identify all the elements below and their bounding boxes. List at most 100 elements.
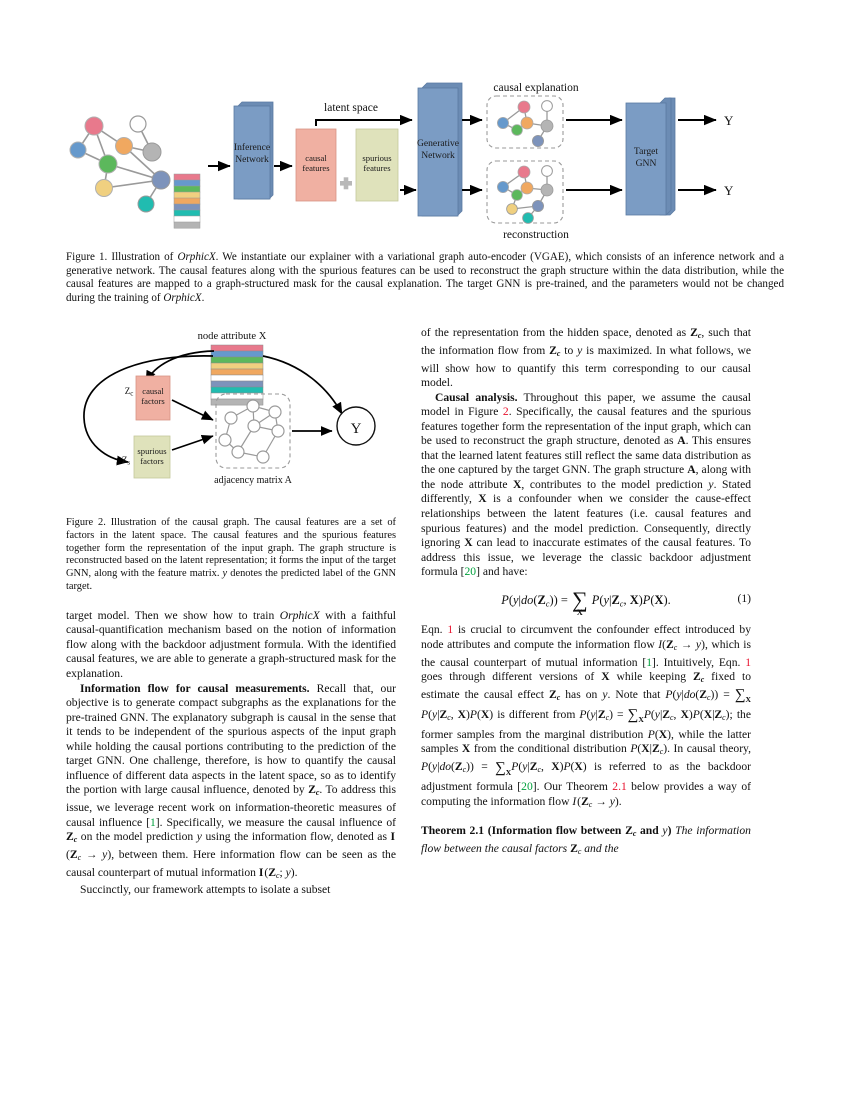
rp0-t3: to — [560, 343, 578, 357]
X-symbol-5: X — [461, 742, 471, 756]
causal-factors-label-1: causal — [142, 386, 164, 396]
figure-2-diagram: node attribute X — [66, 326, 396, 511]
rp1-t3: . This ensures that the learned latent f… — [421, 434, 751, 477]
zc-symbol-2: Zc — [66, 830, 78, 845]
X-symbol-3: X — [464, 536, 473, 550]
theorem-zc-symbol: Zc — [625, 824, 637, 839]
zc-symbol-6: Zc — [549, 687, 561, 703]
y-symbol-3: y — [708, 477, 714, 491]
orphicx-name-1: OrphicX — [177, 251, 216, 263]
eq1-lhs: P(y|do(Zc)) = — [501, 593, 568, 609]
rp2-t10: is different from — [493, 707, 580, 721]
figure-2-y-symbol: y — [222, 568, 228, 580]
right-paragraph-2: Eqn. 1 is crucial to circumvent the conf… — [421, 623, 751, 812]
causal-explanation-label: causal explanation — [493, 82, 579, 94]
lp2-t4: on the model prediction — [77, 830, 197, 844]
node-attribute-label: node attribute X — [198, 331, 267, 342]
lp1-a: target model. Then we show how to train — [66, 608, 280, 622]
summation-symbol-1: ∑X — [571, 586, 588, 617]
A-symbol-2: A — [687, 463, 696, 477]
inline-eq-d: P(X|Zc) — [630, 742, 668, 757]
spurious-features-label-1: spurious — [362, 153, 392, 163]
figure-2-caption: Figure 2. Illustration of the causal gra… — [66, 517, 396, 594]
latent-space-label: latent space — [324, 102, 378, 114]
rp1-t2: . Specifically, the causal features and … — [421, 405, 751, 448]
equation-1: P(y|do(Zc)) = ∑X P(y|Zc, X)P(X). (1) — [421, 586, 751, 617]
reconstruction-label: reconstruction — [503, 229, 569, 241]
zc-symbol-5: Zc — [692, 670, 705, 685]
figure-1-caption-text-2: . We instantiate our explainer with a va… — [66, 251, 784, 304]
rp2-t5: goes through different versions of — [421, 670, 602, 684]
rp1-t7: is a confounder when we consider the cau… — [421, 492, 751, 550]
rp0-t4: is maximized. In what follows, we will s… — [421, 343, 751, 390]
citation-1-b[interactable]: 1 — [646, 655, 652, 669]
citation-20-b[interactable]: 20 — [521, 780, 533, 794]
inference-network-label-1: Inference — [234, 142, 270, 153]
rp2-t11: ; the former samples from the marginal d… — [421, 707, 751, 741]
generative-network-label-1: Generative — [417, 138, 459, 149]
inline-eq-a: P(y|do(Zc)) = ∑XP(y|Zc, X)P(X) — [421, 687, 752, 723]
inline-eq-b: P(y|Zc) = ∑XP(y|Zc, X)P(X|Zc) — [579, 707, 730, 725]
zc-symbol-4: Zc — [549, 343, 561, 358]
figure-1-label: Figure 1. — [66, 251, 108, 263]
citation-20-a[interactable]: 20 — [464, 565, 477, 579]
left-column: node attribute X — [66, 326, 396, 898]
right-column: of the representation from the hidden sp… — [421, 326, 751, 860]
causal-features-label-2: features — [302, 163, 330, 173]
rp2-t17: below provides a way of computing the in… — [421, 780, 752, 808]
theorem-2-1: Theorem 2.1 (Information flow between Zc… — [421, 824, 751, 860]
rp2-t18: . — [618, 794, 622, 808]
right-paragraph-1: Causal analysis. Throughout this paper, … — [421, 391, 751, 580]
spurious-features-label-2: features — [363, 163, 391, 173]
A-symbol-1: A — [677, 434, 686, 448]
theorem-body: The information flow between the causal … — [421, 824, 751, 857]
equation-1-tag: (1) — [737, 591, 751, 605]
rp1-t6: . Stated differently, — [421, 477, 752, 506]
info-flow-expr-3: I (Zc → y) — [572, 794, 619, 809]
rp1-t9: ] and have: — [476, 565, 528, 579]
theorem-heading-c: ) — [667, 824, 672, 838]
X-symbol-2: X — [478, 492, 487, 506]
theorem-y-symbol: y — [662, 824, 668, 838]
eqn-1-reference-a[interactable]: 1 — [447, 623, 454, 637]
rp1-t4: , along with the node attribute — [421, 463, 751, 491]
inline-eq-e: P(y|do(Zc)) = ∑XP(y|Zc, X)P(X) — [421, 759, 587, 777]
adjacency-matrix-label: adjacency matrix A — [214, 475, 293, 486]
lp2-t3: ]. Specifically, we measure the causal i… — [155, 815, 396, 829]
rp2-t15: is referred to as the backdoor adjustmen… — [421, 760, 752, 794]
rp1-t8: can lead to inaccurate estimates of the … — [421, 536, 752, 579]
lp2-t1: Recall that, our objective is to generat… — [66, 681, 396, 797]
left-paragraph-1: target model. Then we show how to train … — [66, 609, 396, 682]
generative-network-label-2: Network — [421, 150, 455, 161]
eq1-rhs: P(y|Zc, X)P(X). — [591, 593, 671, 609]
theorem-heading-a: Theorem 2.1 (Information flow between — [421, 824, 626, 838]
y-symbol-2: y — [577, 343, 583, 357]
rp2-t7: fixed to estimate the causal effect — [421, 670, 751, 701]
rp2-t2: is crucial to circumvent the confounder … — [421, 623, 751, 651]
spurious-factors-label-1: spurious — [137, 446, 167, 456]
left-paragraph-2: Information flow for causal measurements… — [66, 682, 396, 884]
y-symbol-4: y — [602, 687, 608, 701]
rp0-t1: of the representation from the hidden sp… — [421, 326, 691, 339]
rp2-t14: . In causal theory, — [667, 742, 752, 756]
orphicx-name-2: OrphicX — [163, 291, 202, 304]
figure-1-caption-text-3: . — [201, 291, 205, 304]
figure-2-reference[interactable]: 2 — [502, 405, 509, 419]
citation-1-a[interactable]: 1 — [149, 815, 156, 829]
rp2-t6: while keeping — [609, 670, 693, 684]
eqn-1-reference-b[interactable]: 1 — [745, 655, 751, 669]
lp2-t6: , between them. Here information flow ca… — [66, 847, 396, 879]
figure-1-caption: Figure 1. Illustration of OrphicX. We in… — [66, 251, 784, 305]
theorem-2-1-reference[interactable]: 2.1 — [612, 780, 627, 794]
zc-symbol-3: Zc — [690, 326, 702, 341]
left-paragraph-3: Succinctly, our framework attempts to is… — [66, 883, 396, 898]
right-paragraph-0: of the representation from the hidden sp… — [421, 326, 751, 391]
y-node-label: Y — [351, 421, 362, 437]
output-y-top: Y — [724, 113, 734, 128]
rp2-t13: from the conditional distribution — [470, 742, 631, 756]
lp1-b: with a faithful causal-quantification me… — [66, 608, 396, 680]
X-symbol-4: X — [601, 670, 610, 684]
target-gnn-label-2: GNN — [636, 158, 657, 169]
inline-eq-c: P(X) — [647, 727, 671, 741]
